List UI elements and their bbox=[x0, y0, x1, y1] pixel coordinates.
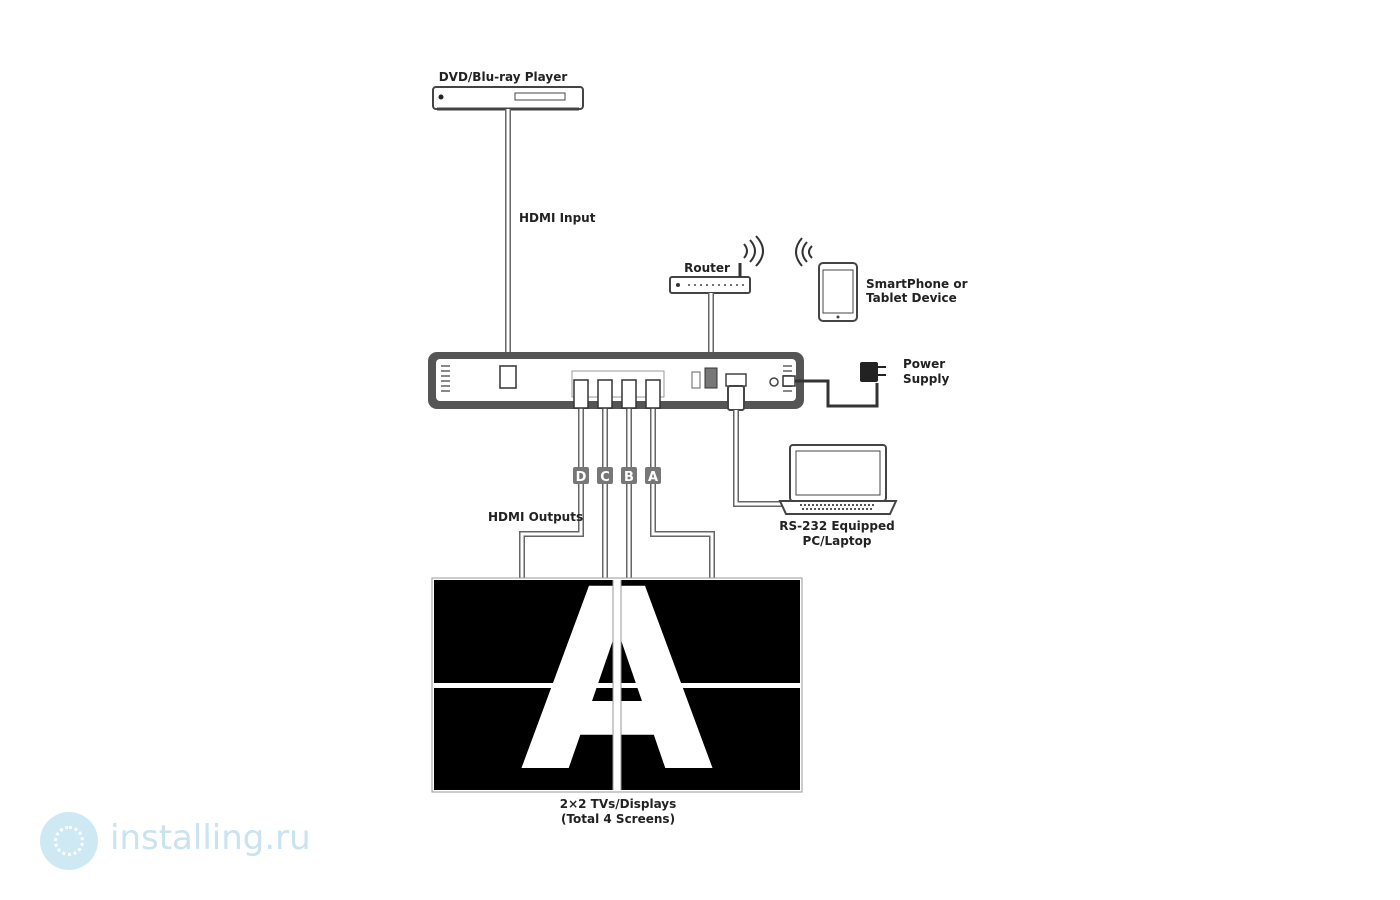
watermark-logo-icon bbox=[40, 812, 98, 870]
label-tvs-line1: 2×2 TVs/Displays bbox=[560, 797, 677, 811]
output-tag-label: C bbox=[600, 470, 610, 485]
video-wall: A bbox=[431, 577, 803, 793]
label-router: Router bbox=[684, 261, 730, 275]
screen-top-right bbox=[621, 580, 800, 683]
output-tag-d: D bbox=[573, 467, 589, 485]
output-tag-c: C bbox=[597, 467, 613, 485]
dvd-player bbox=[432, 86, 584, 111]
output-tag-label: B bbox=[624, 470, 634, 485]
hdmi-output-cables bbox=[519, 390, 715, 579]
laptop bbox=[778, 444, 898, 515]
watermark-text: installing.ru bbox=[110, 818, 311, 858]
watermark: installing.ru bbox=[22, 806, 314, 876]
hdmi-output-connectors bbox=[573, 379, 661, 409]
tablet-device bbox=[795, 237, 858, 322]
router bbox=[669, 235, 764, 294]
output-tag-label: D bbox=[576, 470, 587, 485]
splitter-unit bbox=[428, 352, 804, 409]
label-tvs-line2: (Total 4 Screens) bbox=[561, 812, 675, 826]
output-tag-label: A bbox=[648, 470, 658, 485]
label-power-line1: Power bbox=[903, 357, 945, 371]
label-laptop-line2: PC/Laptop bbox=[803, 534, 872, 548]
output-tag-b: B bbox=[621, 467, 637, 485]
label-hdmi-input: HDMI Input bbox=[519, 211, 596, 225]
label-laptop-line1: RS-232 Equipped bbox=[779, 519, 894, 533]
power-supply bbox=[782, 362, 886, 408]
screen-bottom-left bbox=[434, 688, 613, 790]
screen-top-left bbox=[434, 580, 613, 683]
screen-bottom-right bbox=[621, 688, 800, 790]
label-power-line2: Supply bbox=[903, 372, 949, 386]
label-hdmi-outputs: HDMI Outputs bbox=[488, 510, 583, 524]
label-dvd-player: DVD/Blu-ray Player bbox=[439, 70, 568, 84]
rs232-cable bbox=[727, 385, 792, 507]
output-tag-a: A bbox=[645, 467, 661, 485]
label-smartphone-line1: SmartPhone or bbox=[866, 277, 968, 291]
label-smartphone-line2: Tablet Device bbox=[866, 291, 957, 305]
